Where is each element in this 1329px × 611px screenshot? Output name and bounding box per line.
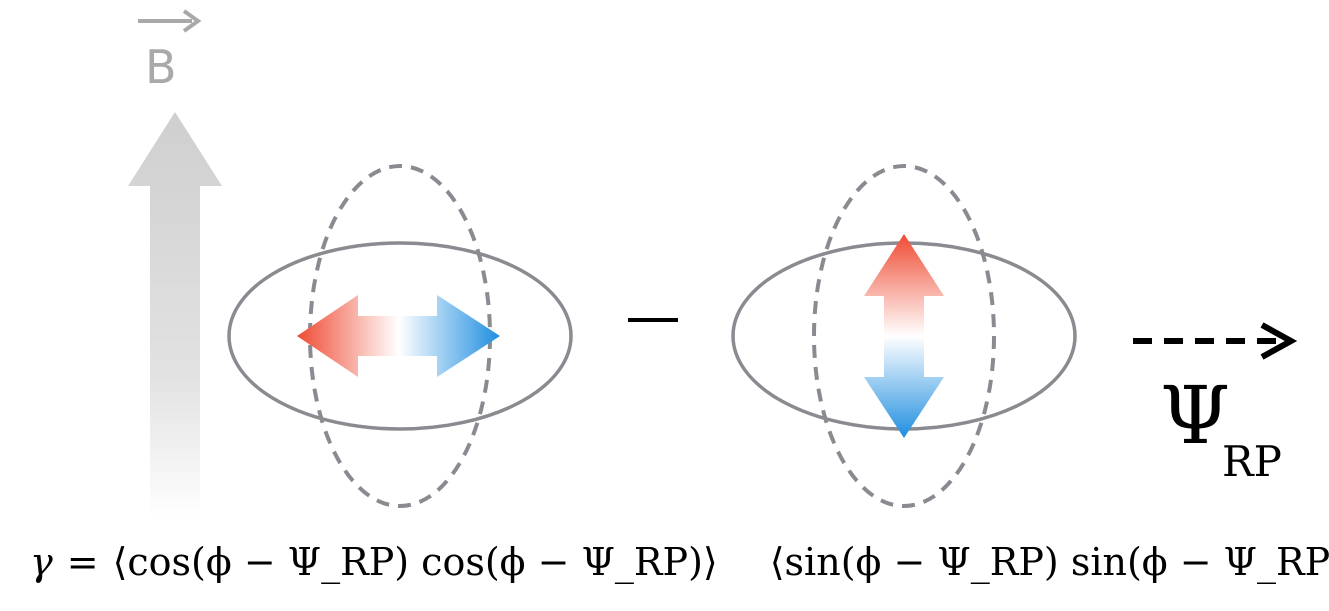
reaction-plane-symbol: Ψ	[1160, 369, 1230, 462]
solid-ellipse-left	[227, 241, 573, 431]
magnetic-field-arrow-icon	[128, 112, 222, 520]
vector-arrow-icon	[138, 9, 202, 33]
formula-equals: =	[66, 540, 99, 584]
magnetic-field-label: B	[138, 9, 202, 94]
formula-lhs: γ	[30, 540, 53, 584]
formula-term-cos: ⟨cos(ϕ − Ψ_RP) cos(ϕ − Ψ_RP)⟩	[112, 540, 718, 584]
vertical-double-arrow-icon	[864, 234, 944, 438]
dashed-ellipse-right	[812, 164, 996, 508]
dashed-right-arrow-icon	[1133, 322, 1298, 360]
ellipse-group-left	[227, 164, 573, 508]
reaction-plane-subscript: RP	[1222, 437, 1282, 486]
field-label-text: B	[145, 40, 177, 94]
ellipse-group-right	[731, 164, 1077, 508]
reaction-plane-label: Ψ RP	[1160, 369, 1282, 486]
horizontal-double-arrow-icon	[297, 295, 500, 377]
gamma-formula: γ = ⟨cos(ϕ − Ψ_RP) cos(ϕ − Ψ_RP)⟩ ⟨sin(ϕ…	[30, 532, 1329, 592]
formula-term-sin: ⟨sin(ϕ − Ψ_RP) sin(ϕ − Ψ_RP)⟩	[769, 540, 1329, 584]
